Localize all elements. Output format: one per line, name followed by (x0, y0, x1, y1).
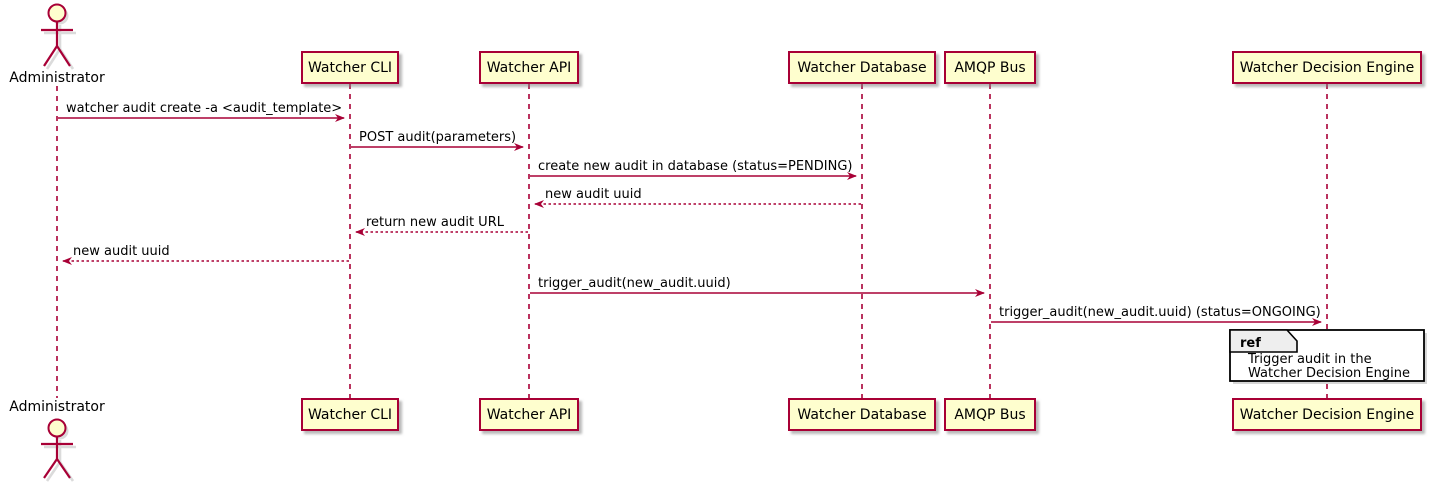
participant-box-amqp-bus-top[interactable]: AMQP Bus (944, 51, 1036, 84)
participant-label-watcher-cli-top: Watcher CLI (308, 60, 392, 76)
participant-label-amqp-bus-top: AMQP Bus (954, 60, 1025, 76)
message-arrow-2[interactable]: POST audit(parameters) (351, 130, 524, 151)
actor-label-administrator-top: Administrator (9, 70, 105, 86)
actor-head-icon (47, 3, 67, 23)
message-label-7: trigger_audit(new_audit.uuid) (538, 276, 731, 291)
participant-label-watcher-decision-engine-top: Watcher Decision Engine (1240, 60, 1414, 76)
participant-label-watcher-decision-engine-bottom: Watcher Decision Engine (1240, 407, 1414, 423)
message-label-4: new audit uuid (545, 187, 642, 202)
message-arrow-5[interactable]: return new audit URL (355, 215, 528, 236)
participant-box-watcher-cli-top[interactable]: Watcher CLI (301, 51, 399, 84)
actor-administrator-bottom[interactable]: Administrator (9, 399, 105, 482)
participant-box-watcher-decision-engine-top[interactable]: Watcher Decision Engine (1232, 51, 1422, 84)
message-arrow-7[interactable]: trigger_audit(new_audit.uuid) (530, 276, 985, 297)
message-arrow-4[interactable]: new audit uuid (534, 187, 861, 208)
participant-box-watcher-decision-engine-bottom[interactable]: Watcher Decision Engine (1232, 398, 1422, 431)
ref-fragment-line-1: Trigger audit in the (1247, 352, 1372, 367)
message-arrow-1[interactable]: watcher audit create -a <audit_template> (58, 101, 345, 122)
participant-label-watcher-cli-bottom: Watcher CLI (308, 407, 392, 423)
participant-label-watcher-api-top: Watcher API (487, 60, 572, 76)
actor-label-administrator-bottom: Administrator (9, 399, 105, 415)
participant-box-watcher-database-top[interactable]: Watcher Database (788, 51, 936, 84)
message-label-5: return new audit URL (366, 215, 505, 230)
message-label-6: new audit uuid (73, 244, 170, 259)
participant-label-watcher-database-top: Watcher Database (797, 60, 926, 76)
participant-label-watcher-api-bottom: Watcher API (487, 407, 572, 423)
participant-box-amqp-bus-bottom[interactable]: AMQP Bus (944, 398, 1036, 431)
participant-box-watcher-database-bottom[interactable]: Watcher Database (788, 398, 936, 431)
message-label-1: watcher audit create -a <audit_template> (66, 101, 342, 116)
message-label-3: create new audit in database (status=PEN… (538, 159, 853, 174)
ref-fragment-tag: ref (1240, 336, 1261, 351)
participant-label-watcher-database-bottom: Watcher Database (797, 407, 926, 423)
ref-fragment-line-2: Watcher Decision Engine (1248, 366, 1410, 381)
message-label-2: POST audit(parameters) (359, 130, 516, 145)
actor-head-icon-bottom (47, 418, 67, 438)
message-arrow-8[interactable]: trigger_audit(new_audit.uuid) (status=ON… (991, 305, 1322, 326)
participant-label-amqp-bus-bottom: AMQP Bus (954, 407, 1025, 423)
participant-box-watcher-api-bottom[interactable]: Watcher API (479, 398, 579, 431)
message-label-8: trigger_audit(new_audit.uuid) (status=ON… (999, 305, 1321, 320)
participant-box-watcher-api-top[interactable]: Watcher API (479, 51, 579, 84)
ref-fragment[interactable]: ref Trigger audit in the Watcher Decisio… (1229, 329, 1427, 384)
actor-administrator-top[interactable]: Administrator (9, 3, 105, 87)
lifelines (56, 84, 1328, 398)
message-arrow-3[interactable]: create new audit in database (status=PEN… (530, 159, 857, 180)
message-arrow-6[interactable]: new audit uuid (62, 244, 349, 265)
participant-box-watcher-cli-bottom[interactable]: Watcher CLI (301, 398, 399, 431)
